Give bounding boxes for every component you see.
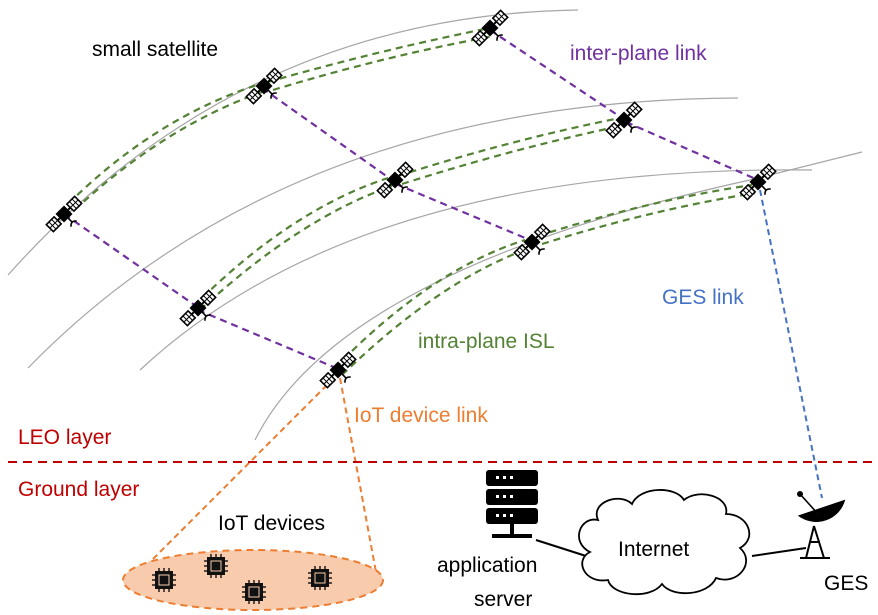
ges-link-label: GES link [662,286,744,309]
small-satellite-label: small satellite [92,38,218,61]
microchip-icon [307,565,333,591]
application-label: application [437,554,537,577]
inter-plane-links [63,29,759,370]
ground-layer-label: Ground layer [18,478,139,501]
inter-link [63,213,197,307]
microchip-icon [241,579,267,605]
satellite-icon [375,160,421,206]
iot-device-link-label: IoT device link [354,404,488,427]
orbit-lines [7,9,863,441]
inter-link [261,87,393,181]
isl-link [401,123,626,186]
iot-link-left [131,377,335,581]
server-rack-icon [486,470,538,538]
microchip-icon [203,553,229,579]
isl-link [59,83,258,213]
server-internet-link [535,539,587,557]
internet-ges-link [751,547,807,557]
isl-link [193,176,389,307]
iot-devices-label: IoT devices [218,512,325,535]
isl-link [65,90,263,219]
satellite-icon [604,100,650,146]
iot-devices-area [122,549,384,611]
isl-link [537,183,753,238]
ges-link-line [759,189,823,499]
intra-plane-isl-links [59,26,756,376]
orbit-plane-4 [254,151,863,441]
internet-label: Internet [618,538,689,561]
orbit-plane-2 [27,97,739,369]
inter-link [197,308,337,370]
ges-label: GES [824,572,868,595]
inter-link [625,120,759,182]
server-label: server [474,588,532,611]
satellite-dish-icon [797,491,846,559]
satellite-icon [318,350,364,396]
inter-plane-link-label: inter-plane link [570,42,707,65]
iot-link-right [339,377,377,573]
satellite-icon [512,222,558,268]
isl-link [272,34,495,92]
isl-link [397,116,621,178]
isl-link [541,191,756,246]
isl-link [334,238,526,369]
isl-link [267,26,491,84]
satellite-icon [244,66,290,112]
isl-link [199,184,393,311]
inter-link [489,29,623,119]
microchip-icon [151,567,177,593]
leo-layer-label: LEO layer [18,426,111,449]
iot-device-link [131,377,377,581]
cloud-icon [578,489,751,596]
satellites [44,8,784,396]
isl-link [341,246,531,376]
intra-plane-isl-label: intra-plane ISL [418,330,555,353]
inter-link [395,182,531,242]
